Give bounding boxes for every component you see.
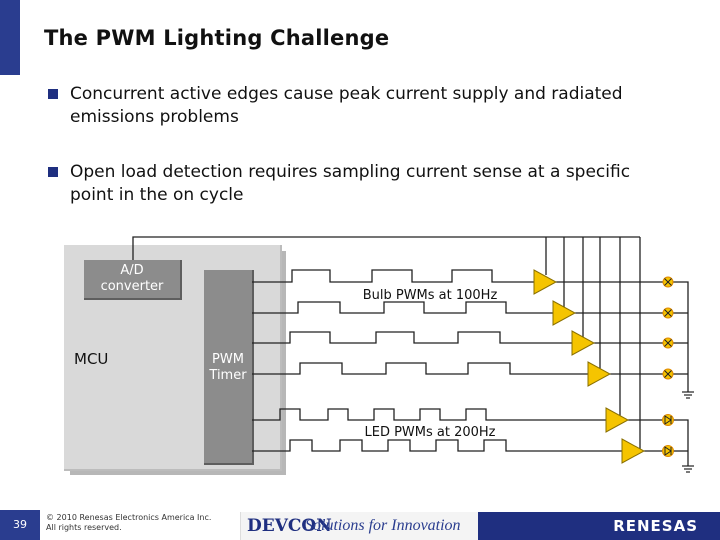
bulb-icon	[662, 276, 674, 288]
copyright-line-1: © 2010 Renesas Electronics America Inc.	[46, 513, 212, 522]
driver-triangle-icon	[533, 269, 558, 295]
slide-title: The PWM Lighting Challenge	[44, 26, 390, 50]
pwm-label-line1: PWM	[212, 352, 244, 367]
pwm-waveform-3	[252, 331, 572, 344]
driver-triangle-icon	[552, 300, 577, 326]
copyright-line-2: All rights reserved.	[46, 523, 122, 532]
bulb-return-rail	[673, 281, 689, 392]
bulb-icon	[662, 368, 674, 380]
pwm-waveform-4	[252, 362, 588, 375]
driver-triangle-icon	[587, 361, 612, 387]
sense-bus-top	[132, 236, 640, 260]
bulb-icon	[662, 337, 674, 349]
devcon-logo: DEVCON	[247, 516, 332, 536]
ad-converter-block: A/D converter	[84, 260, 182, 300]
page-number: 39	[0, 510, 40, 540]
bulb-icon	[662, 307, 674, 319]
pwm-label-line2: Timer	[209, 368, 247, 383]
copyright-notice: © 2010 Renesas Electronics America Inc. …	[46, 513, 246, 533]
driver-triangle-icon	[621, 438, 646, 464]
tagline: Solutions for Innovation	[305, 517, 461, 534]
pwm-waveform-5	[252, 408, 606, 421]
ad-label-line2: converter	[100, 279, 164, 294]
pwm-label: PWM Timer	[204, 352, 252, 384]
driver-triangle-icon	[605, 407, 630, 433]
bullet-square-icon	[48, 167, 58, 177]
bulb-pwm-label: Bulb PWMs at 100Hz	[363, 288, 498, 303]
title-accent-bar	[0, 0, 20, 75]
ad-label-line1: A/D	[120, 263, 144, 278]
devcon-banner: DEVCON Solutions for Innovation	[240, 512, 479, 540]
led-icon	[662, 414, 674, 426]
pwm-waveform-6	[252, 439, 622, 452]
mcu-label: MCU	[74, 350, 109, 368]
pwm-waveform-2	[252, 301, 553, 314]
bullet-square-icon	[48, 89, 58, 99]
driver-triangle-icon	[571, 330, 596, 356]
pwm-timer-block: PWM Timer	[204, 270, 254, 465]
pwm-circuit-diagram: Bulb PWMs at 100Hz LED PWMs at 200Hz	[132, 236, 694, 473]
led-icon	[662, 445, 674, 457]
renesas-banner: RENESAS	[478, 512, 720, 540]
bullet-text-2: Open load detection requires sampling cu…	[70, 162, 631, 205]
ground-icon	[682, 391, 694, 399]
bullet-text-1: Concurrent active edges cause peak curre…	[70, 84, 623, 127]
ground-icon	[682, 465, 694, 473]
pwm-waveform-1	[252, 269, 534, 283]
led-return-rail	[673, 419, 689, 466]
led-pwm-label: LED PWMs at 200Hz	[364, 425, 495, 440]
renesas-logo: RENESAS	[613, 517, 698, 535]
